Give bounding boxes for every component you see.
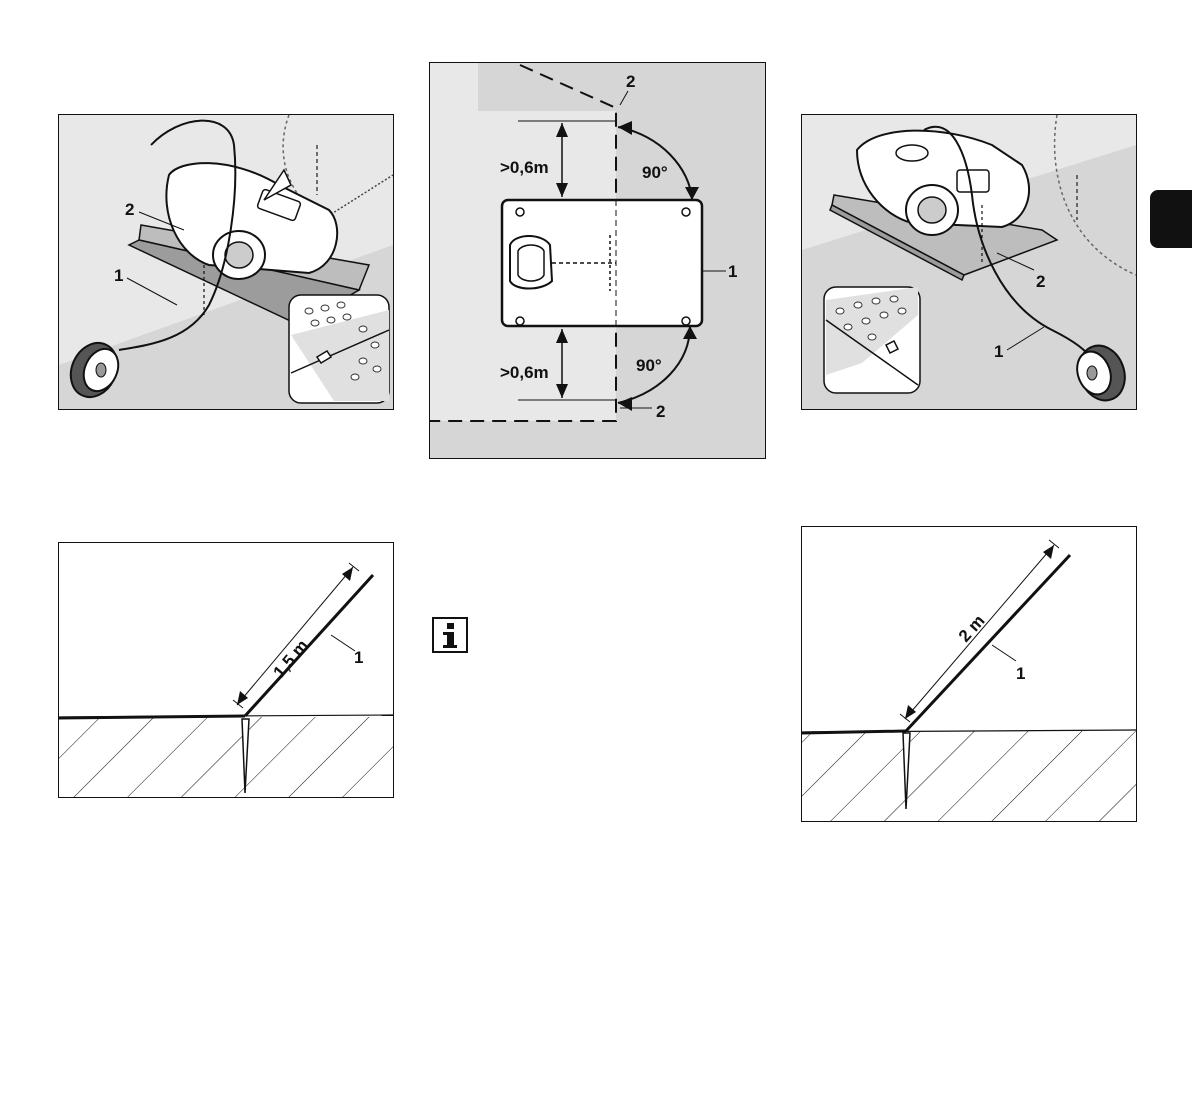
label-2: 2 <box>125 200 134 219</box>
label-2-top: 2 <box>626 72 635 91</box>
distance-bottom-label: >0,6m <box>500 363 549 382</box>
info-icon <box>432 617 468 653</box>
wire-length-diagram-right: 2 m 1 <box>802 527 1136 821</box>
figure-wire-length-left: 1,5 m 1 <box>58 542 394 798</box>
figure-docking-placement: >0,6m >0,6m 90° 90° 1 2 2 <box>429 62 766 459</box>
label-1: 1 <box>354 648 363 667</box>
wire-length-diagram-left: 1,5 m 1 <box>59 543 393 797</box>
mower-illustration-right: 2 1 <box>802 115 1136 409</box>
angle-bottom-label: 90° <box>636 356 662 375</box>
angle-top-label: 90° <box>642 163 668 182</box>
label-1: 1 <box>994 342 1003 361</box>
chapter-tab <box>1150 190 1192 248</box>
label-2: 2 <box>1036 272 1045 291</box>
distance-top-label: >0,6m <box>500 158 549 177</box>
label-1: 1 <box>728 262 737 281</box>
figure-wire-length-right: 2 m 1 <box>801 526 1137 822</box>
placement-diagram: >0,6m >0,6m 90° 90° 1 2 2 <box>430 63 765 458</box>
label-1: 1 <box>114 266 123 285</box>
figure-mower-wire-left: 2 1 <box>58 114 394 410</box>
label-1: 1 <box>1016 664 1025 683</box>
figure-mower-wire-right: 2 1 <box>801 114 1137 410</box>
label-2-bottom: 2 <box>656 402 665 421</box>
mower-illustration-left: 2 1 <box>59 115 393 409</box>
length-label: 2 m <box>955 611 989 645</box>
